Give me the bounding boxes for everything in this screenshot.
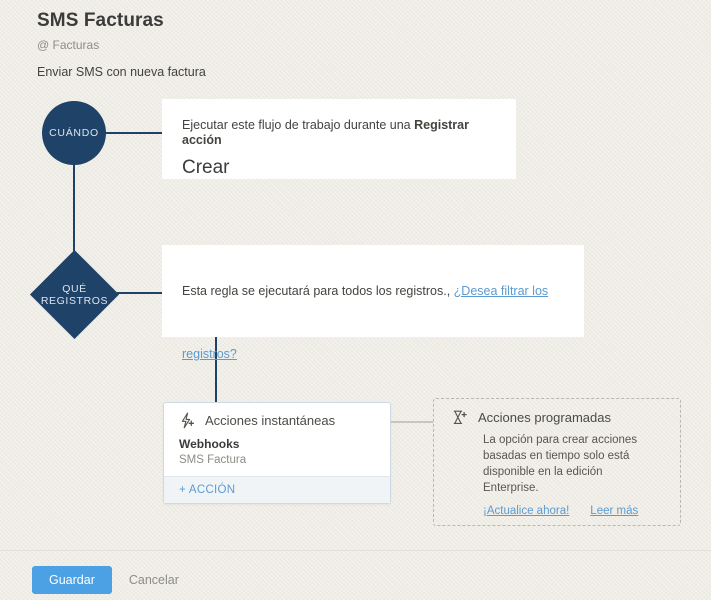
footer-actions: Guardar Cancelar (32, 566, 185, 594)
card-which-records[interactable]: Esta regla se ejecutará para todos los r… (162, 245, 584, 337)
upgrade-now-link[interactable]: ¡Actualice ahora! (483, 505, 570, 517)
instant-action-item-name[interactable]: Webhooks (179, 437, 240, 451)
filter-records-link-overflow[interactable]: registros? (182, 347, 237, 361)
connector-instant-to-scheduled (391, 421, 433, 423)
connector-when-to-card (104, 132, 162, 134)
instant-actions-header: Acciones instantáneas (164, 403, 390, 435)
records-text: Esta regla se ejecutará para todos los r… (182, 283, 454, 298)
footer-divider (0, 550, 711, 551)
page-title: SMS Facturas (37, 10, 164, 31)
card-instant-actions[interactable]: Acciones instantáneas Webhooks SMS Factu… (163, 402, 391, 504)
page-header: SMS Facturas @ Facturas Enviar SMS con n… (37, 10, 206, 80)
read-more-link[interactable]: Leer más (590, 505, 639, 517)
scheduled-actions-header: Acciones programadas (434, 399, 680, 426)
instant-actions-list: Webhooks SMS Factura (164, 435, 390, 476)
scheduled-actions-links: ¡Actualice ahora! Leer más (483, 505, 680, 517)
add-action-button[interactable]: + ACCIÓN (164, 476, 390, 503)
node-when-label: CUÁNDO (49, 127, 99, 139)
filter-records-link[interactable]: ¿Desea filtrar los (453, 283, 549, 298)
cancel-button[interactable]: Cancelar (128, 573, 179, 587)
node-which-records-shape (29, 249, 120, 340)
node-when[interactable]: CUÁNDO (42, 101, 106, 165)
instant-action-item-subtitle: SMS Factura (179, 454, 247, 466)
connector-when-to-records (73, 163, 75, 260)
card-when-trigger[interactable]: Ejecutar este flujo de trabajo durante u… (162, 99, 516, 179)
connector-records-to-actions (215, 337, 217, 404)
workflow-canvas: CUÁNDO Ejecutar este flujo de trabajo du… (29, 99, 681, 526)
page-description: Enviar SMS con nueva factura (37, 65, 206, 79)
save-button[interactable]: Guardar (32, 566, 112, 594)
hourglass-plus-icon (451, 409, 468, 426)
when-trigger-bold: Registrar acción (182, 118, 469, 147)
lightning-plus-icon (179, 412, 196, 429)
page-subtitle-module: @ Facturas (37, 38, 100, 52)
connector-records-to-card (117, 292, 162, 294)
card-scheduled-actions: Acciones programadas La opción para crea… (433, 398, 681, 526)
scheduled-actions-title: Acciones programadas (478, 410, 611, 425)
records-sentence: Esta regla se ejecutará para todos los r… (182, 284, 548, 299)
when-trigger-prefix: Ejecutar este flujo de trabajo durante u… (182, 118, 415, 132)
node-which-records[interactable]: QUÉ REGISTROS (29, 249, 120, 340)
when-trigger-value: Crear (182, 157, 230, 178)
when-trigger-sentence: Ejecutar este flujo de trabajo durante u… (182, 118, 496, 148)
scheduled-actions-body: La opción para crear acciones basadas en… (483, 434, 638, 494)
instant-actions-title: Acciones instantáneas (205, 413, 336, 428)
